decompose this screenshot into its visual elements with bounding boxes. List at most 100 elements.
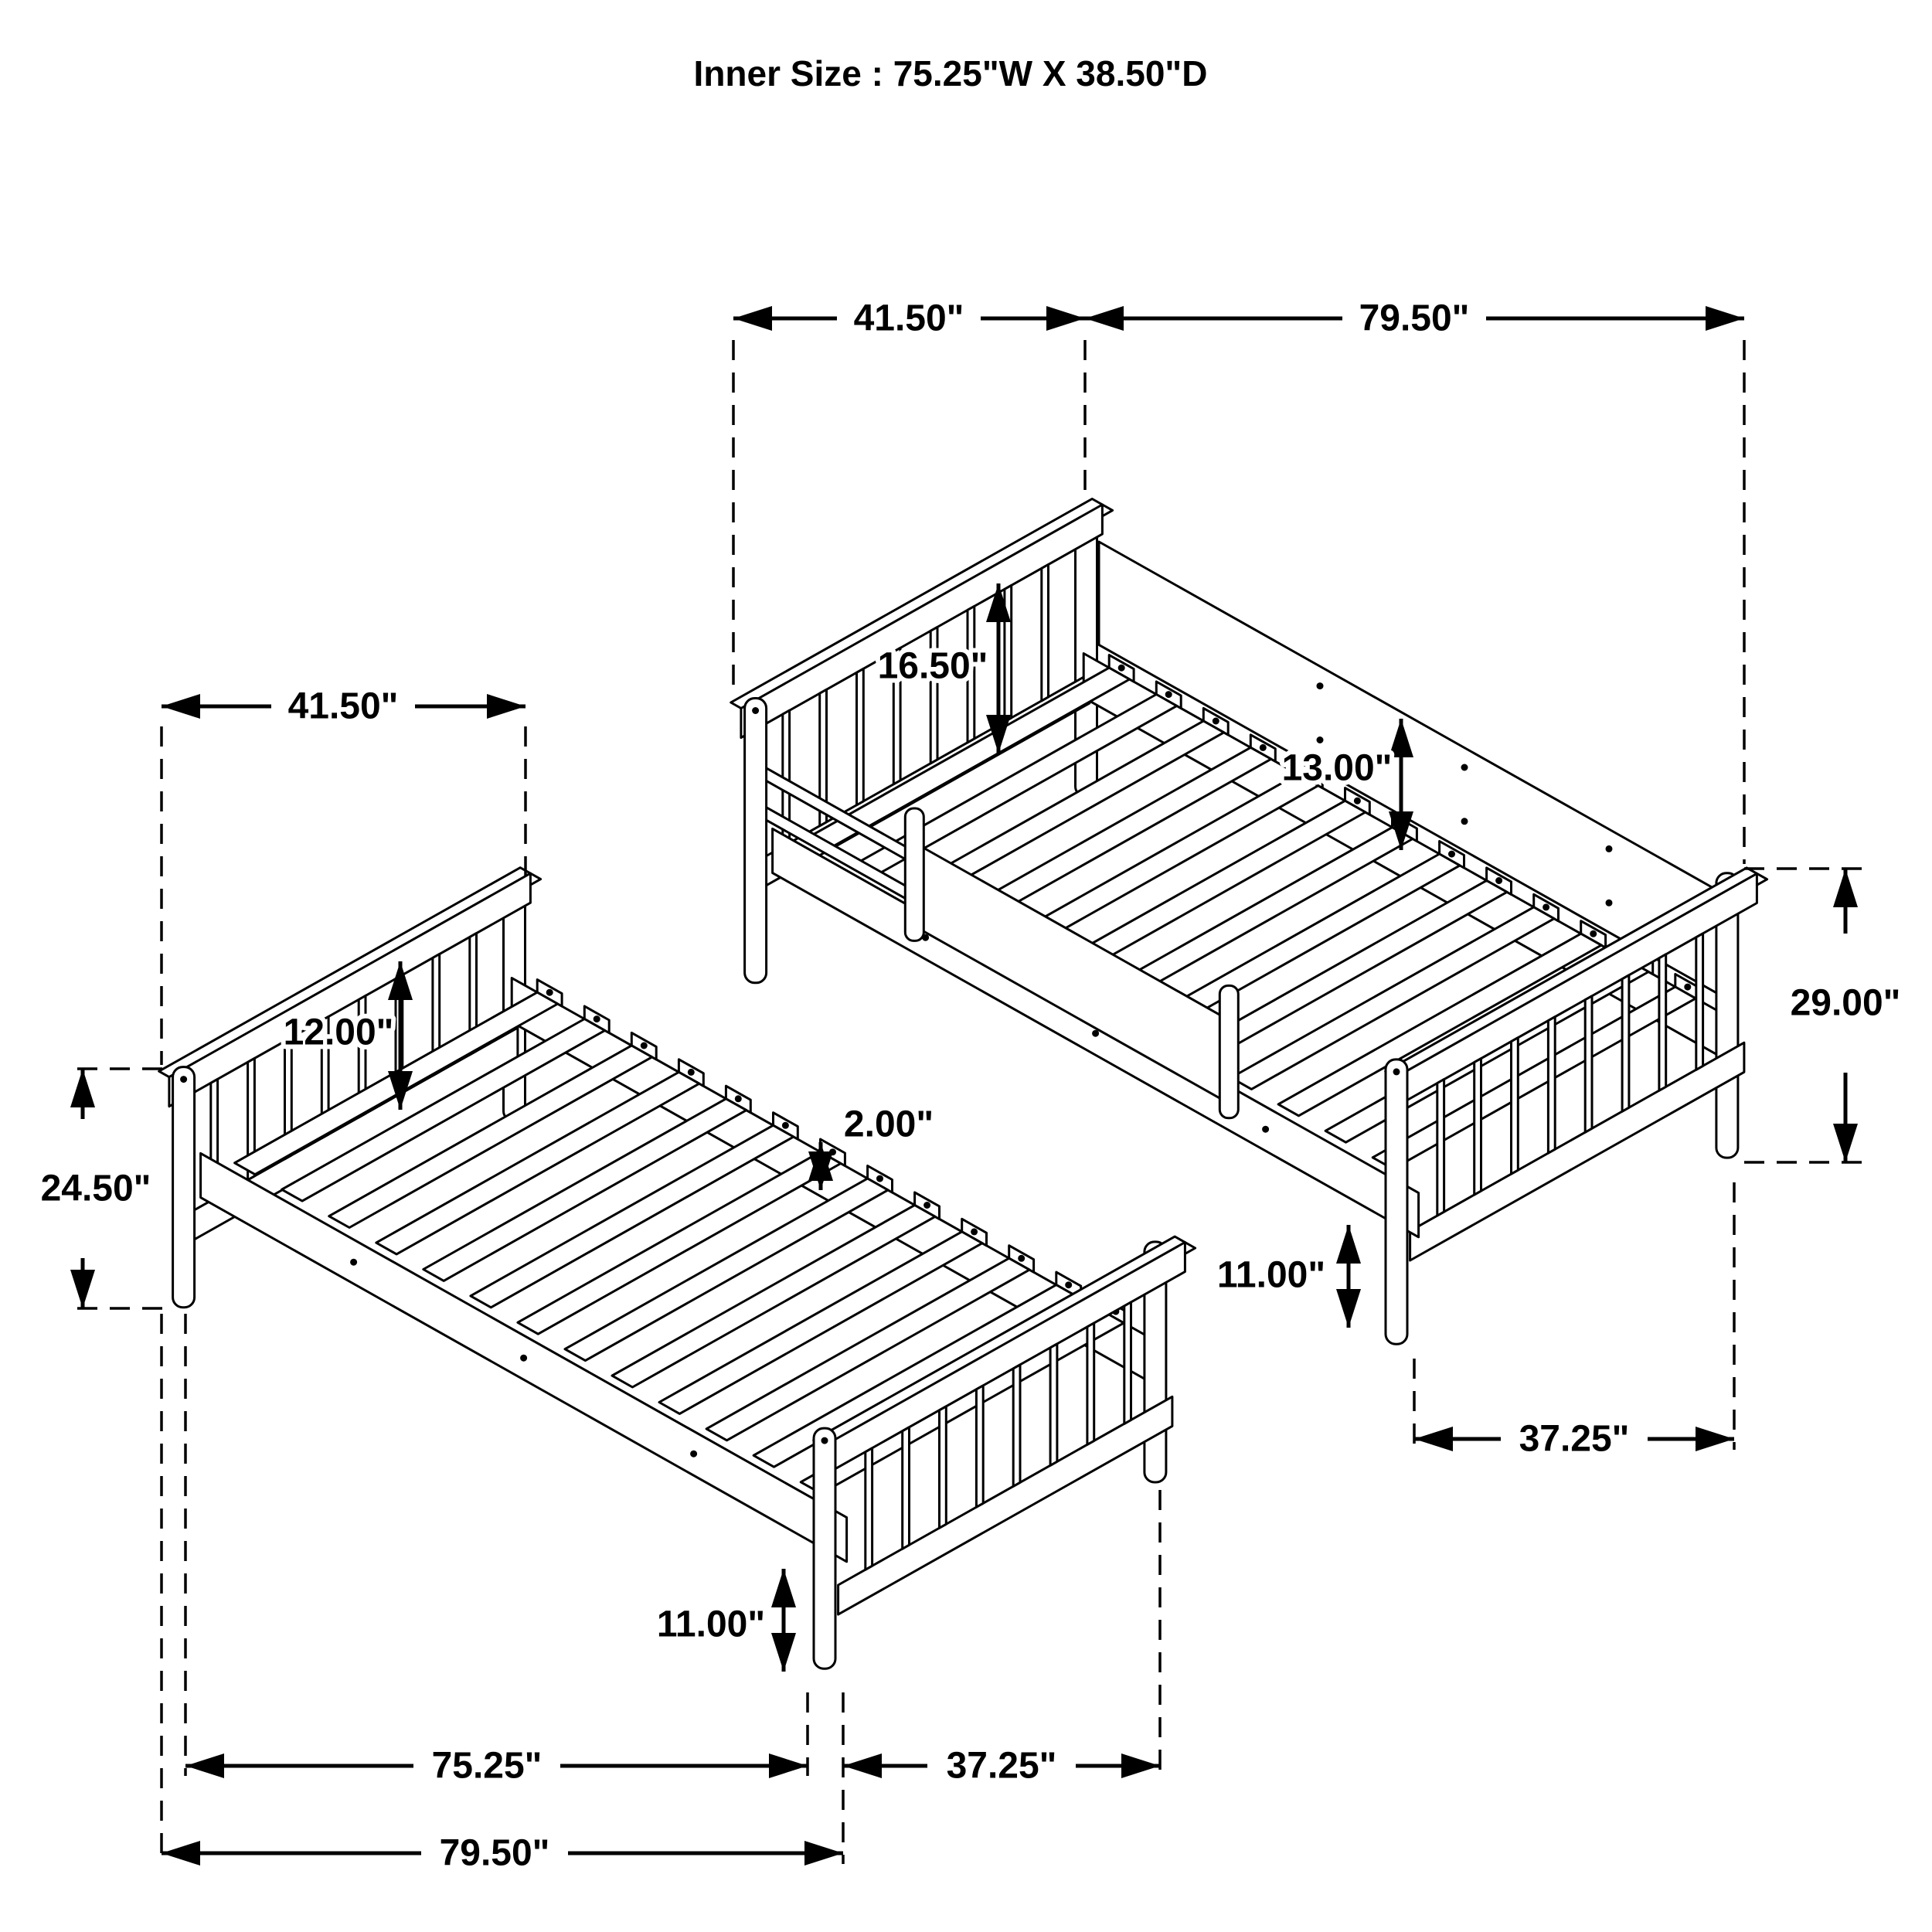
screw-dot	[1018, 1254, 1026, 1262]
screw-dot	[1495, 877, 1503, 884]
screw-dot	[1316, 682, 1324, 690]
screw-dot	[781, 1121, 789, 1129]
lower-bed-drawing	[158, 866, 1197, 1670]
screw-dot	[350, 1258, 358, 1266]
dim-upper-rail-height: 13.00"	[1277, 719, 1413, 850]
footboard-lower-rail	[1409, 1041, 1746, 1262]
slat	[328, 1044, 654, 1229]
slat	[375, 1070, 701, 1256]
screw-dot	[821, 1437, 828, 1444]
headboard-spindle	[247, 1056, 256, 1182]
dim-lower-leg-height: 11.00"	[652, 1569, 796, 1672]
dim-upper-headboard-panel: 16.50"	[873, 583, 1011, 753]
slat	[705, 1257, 1031, 1442]
dim-upper-footboard-height: 29.00"	[1786, 869, 1905, 1162]
screw-dot	[1448, 850, 1455, 858]
screw-dot	[1092, 1029, 1100, 1037]
footboard-spindle	[1621, 974, 1631, 1113]
slat	[658, 1230, 984, 1415]
footboard-spindle	[1510, 1036, 1519, 1175]
dim-label: 37.25"	[1519, 1419, 1630, 1460]
footboard-spindle	[1086, 1321, 1096, 1446]
dim-label: 29.00"	[1791, 983, 1901, 1024]
headboard-spindle	[818, 688, 828, 828]
screw-dot	[971, 1228, 978, 1236]
screw-dot	[1117, 664, 1125, 672]
headboard-spindle	[892, 646, 902, 786]
footboard-spindle	[1473, 1057, 1482, 1196]
screw-dot	[923, 1202, 931, 1209]
footboard-spindle	[1012, 1363, 1022, 1488]
footboard-front-post	[812, 1427, 837, 1670]
headboard-spindle	[1003, 583, 1013, 723]
dim-lower-headboard-height: 24.50"	[36, 1069, 155, 1308]
screw-dot	[876, 1175, 883, 1182]
headboard-spindle	[468, 932, 478, 1056]
screw-dot	[593, 1015, 600, 1023]
headboard-front-post	[743, 697, 768, 985]
screw-dot	[690, 1450, 698, 1458]
headboard-spindle	[929, 625, 939, 765]
screw-dot	[1262, 1125, 1270, 1133]
dim-label: 13.00"	[1282, 748, 1393, 789]
screw-dot	[520, 1354, 528, 1362]
headboard-top-rail	[740, 503, 1104, 740]
dim-label: 12.00"	[284, 1012, 394, 1053]
guard-stile	[1218, 984, 1240, 1120]
headboard-spindle	[320, 1015, 330, 1140]
footboard-front-post	[1384, 1058, 1409, 1345]
footboard-spindle	[938, 1405, 947, 1529]
screw-dot	[1684, 983, 1692, 991]
headboard-spindle	[1040, 563, 1049, 702]
slat	[1230, 906, 1556, 1090]
footboard-spindle	[1583, 995, 1594, 1134]
footboard-spindle	[975, 1384, 985, 1509]
dim-label: 37.25"	[947, 1746, 1057, 1787]
headboard-front-post	[172, 1066, 196, 1309]
screw-dot	[1353, 797, 1361, 804]
slat	[563, 1177, 889, 1362]
dim-lower-foot-depth: 37.25"	[843, 1741, 1160, 1791]
footboard-spindle	[1123, 1301, 1132, 1425]
screw-dot	[1259, 743, 1267, 751]
screw-dot	[1393, 1068, 1400, 1076]
dim-label: 41.50"	[854, 298, 964, 339]
screw-dot	[1605, 899, 1613, 906]
footboard-spindle	[1436, 1078, 1446, 1217]
slat	[611, 1203, 937, 1389]
screw-dot	[180, 1076, 188, 1083]
slat	[1277, 932, 1603, 1117]
screw-dot	[1461, 818, 1468, 825]
dim-upper-overall-length: 79.50"	[1085, 294, 1744, 344]
dim-lower-slat-thickness: 2.00"	[808, 1100, 938, 1190]
slat	[516, 1151, 842, 1335]
headboard-spindle	[431, 953, 441, 1077]
dim-upper-foot-depth: 37.25"	[1414, 1414, 1734, 1464]
screw-dot	[1065, 1281, 1073, 1289]
dim-label: 75.25"	[432, 1746, 543, 1787]
dim-lower-inner-length: 75.25"	[185, 1741, 808, 1791]
dim-lower-overall-length: 79.50"	[162, 1828, 843, 1879]
footboard-spindle	[1546, 1015, 1556, 1155]
footboard-spindle	[901, 1426, 910, 1550]
dim-label: 24.50"	[41, 1168, 151, 1209]
headboard-spindle	[966, 604, 976, 744]
screw-dot	[1316, 736, 1324, 743]
headboard-top-rail	[168, 872, 532, 1108]
dim-label: 11.00"	[657, 1604, 765, 1645]
dim-label: 41.50"	[288, 686, 399, 727]
dim-label: 79.50"	[440, 1833, 550, 1874]
screw-dot	[546, 988, 553, 996]
headboard-spindle	[357, 995, 367, 1119]
headboard-spindle	[855, 667, 865, 807]
screw-dot	[752, 707, 760, 714]
screw-dot	[640, 1042, 648, 1049]
dim-lower-headboard-panel: 12.00"	[279, 961, 413, 1110]
slat	[469, 1124, 795, 1309]
screw-dot	[1543, 903, 1550, 911]
headboard-spindle	[284, 1036, 293, 1161]
footboard-spindle	[1658, 953, 1668, 1092]
screw-dot	[829, 1148, 836, 1156]
